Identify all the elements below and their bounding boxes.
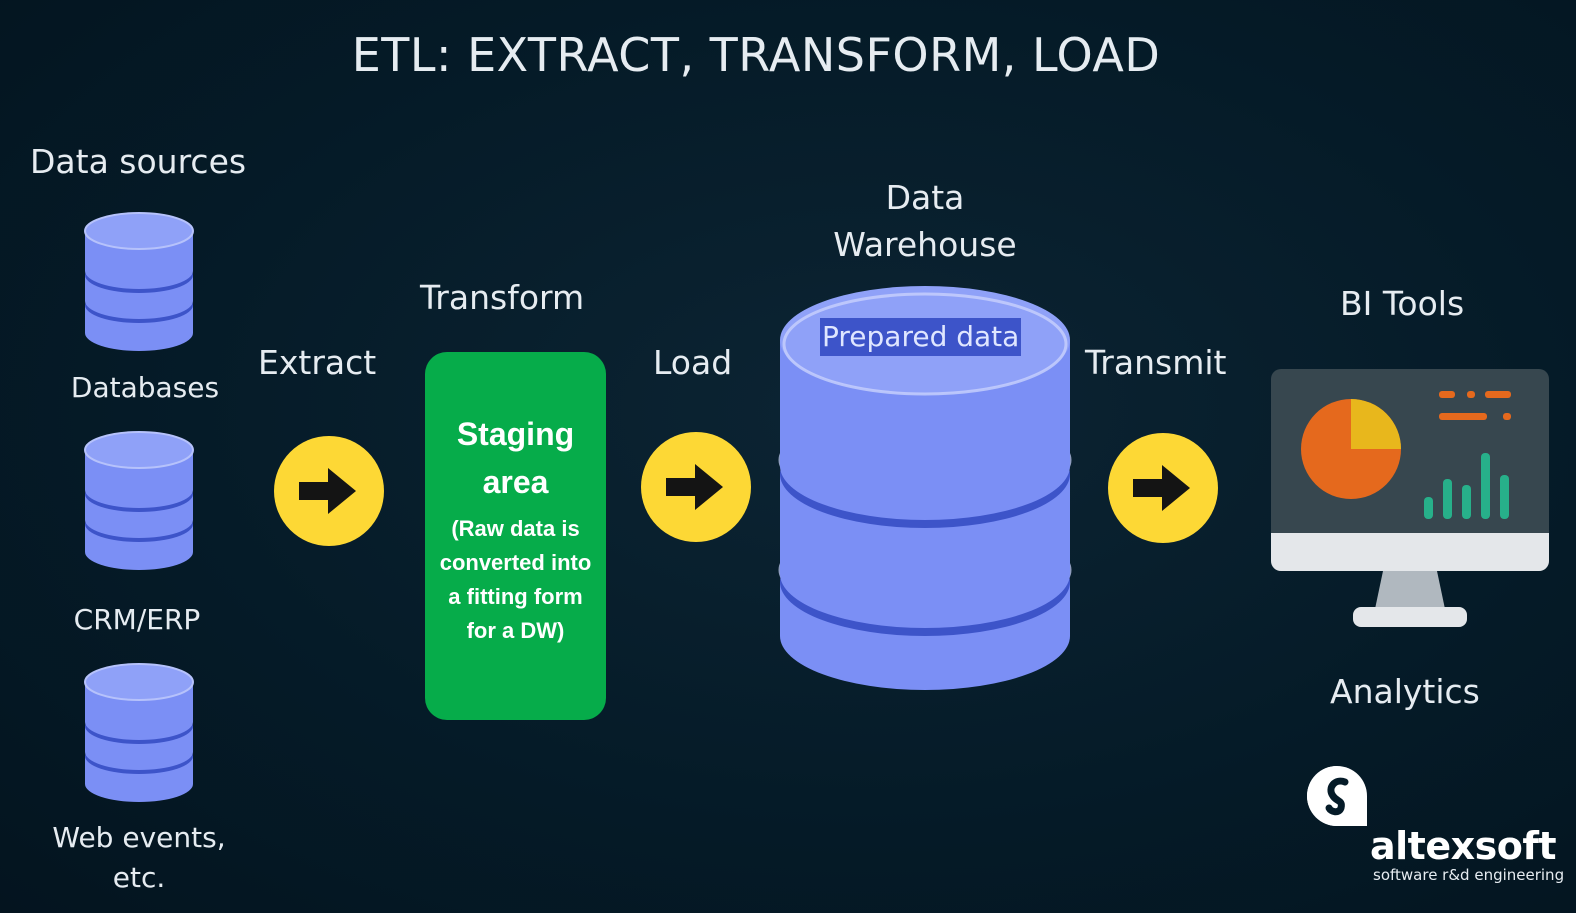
data-warehouse-heading: Data Warehouse [833, 178, 1017, 264]
source-crm-erp-label: CRM/ERP [73, 603, 201, 636]
prepared-data-label: Prepared data [820, 318, 1022, 356]
pie-chart-icon [1301, 399, 1401, 499]
load-label: Load [653, 343, 733, 382]
data-sources-heading: Data sources [30, 142, 247, 181]
brand-tagline: software r&d engineering [1373, 866, 1565, 884]
staging-area-box: Staging area (Raw data is converted into… [425, 352, 606, 720]
transmit-label: Transmit [1085, 343, 1227, 382]
source-databases-label: Databases [70, 371, 220, 404]
staging-area-title: Staging area [456, 416, 575, 500]
arrow-right-icon [1108, 433, 1218, 543]
database-icon [84, 212, 194, 351]
bi-tools-heading: BI Tools [1340, 284, 1465, 323]
diagram-title: ETL: EXTRACT, TRANSFORM, LOAD [351, 28, 1161, 82]
analytics-caption: Analytics [1330, 672, 1480, 711]
logo-icon [1307, 766, 1367, 826]
extract-label: Extract [258, 343, 377, 382]
bar-chart-icon [1424, 453, 1509, 519]
brand-name: altexsoft [1370, 824, 1557, 868]
source-web-events-label: Web events, etc. [52, 821, 226, 894]
transform-label: Transform [420, 278, 585, 317]
monitor-icon [1271, 369, 1549, 627]
arrow-right-icon [641, 432, 751, 542]
database-icon [84, 663, 194, 802]
staging-area-description: (Raw data is converted into a fitting fo… [439, 516, 592, 643]
arrow-right-icon [274, 436, 384, 546]
database-icon [84, 431, 194, 570]
